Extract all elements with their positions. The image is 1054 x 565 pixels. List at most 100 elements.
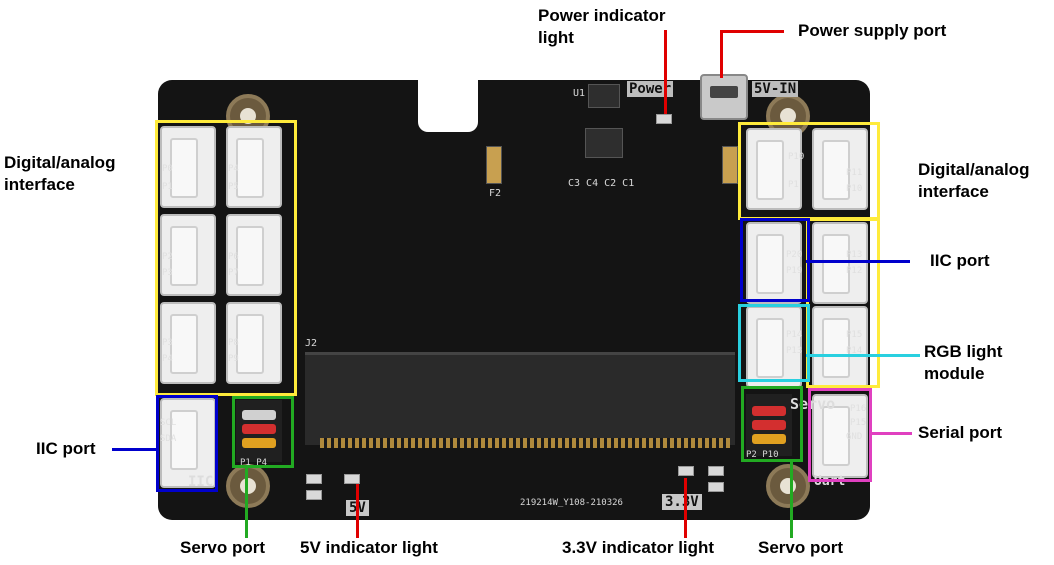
label-digital-analog-right: Digital/analog (918, 160, 1030, 179)
connector (226, 302, 282, 384)
fuse (486, 146, 502, 184)
label-rgb-light: RGB light (924, 342, 1003, 361)
pin-label: P13 (786, 346, 803, 356)
resistor (708, 482, 724, 492)
connector (160, 126, 216, 208)
connector (226, 126, 282, 208)
leader-power-indicator (664, 30, 667, 114)
pin-label: P1 (788, 180, 799, 190)
label-servo-port-left: Servo port (180, 538, 266, 557)
pin-label: P13 (846, 250, 863, 260)
label-iic-port-left: IIC port (36, 439, 96, 458)
3-3v-indicator-led (678, 466, 694, 476)
pin-label: GND (846, 432, 863, 442)
serial-connector (812, 394, 868, 478)
pin-label: P7 (228, 268, 239, 278)
silk-f2: F2 (489, 188, 502, 199)
label-power-supply-port: Power supply port (798, 21, 947, 40)
pin-label: P15 (850, 418, 867, 428)
usb-power-port (700, 74, 748, 120)
label-digital-analog-right-line2: interface (918, 182, 989, 201)
iic-connector (746, 222, 802, 304)
leader-rgb (806, 354, 920, 357)
regulator-chip (585, 128, 623, 158)
iic-connector (160, 398, 216, 488)
silk-servo-left-pins: P1 P4 (240, 458, 268, 468)
servo-header-right (746, 394, 792, 456)
digital-analog-right-box-top (738, 122, 880, 220)
pin-label: P1 (162, 182, 173, 192)
servo-header-left (236, 400, 282, 462)
iic-left-box (156, 395, 218, 492)
pin-label: P14 (846, 346, 863, 356)
connector (812, 128, 868, 210)
connector (746, 128, 802, 210)
pin-label: P0 (162, 164, 173, 174)
rgb-box (738, 304, 810, 382)
label-rgb-light-line2: module (924, 364, 985, 383)
connector (226, 214, 282, 296)
leader-serial (872, 432, 912, 435)
pin-label: SCL (160, 418, 177, 428)
regulator-chip (588, 84, 620, 108)
pin-label: P20 (786, 250, 803, 260)
label-5v-indicator: 5V indicator light (300, 538, 438, 557)
servo-left-box (232, 396, 294, 468)
leader-iic-left (112, 448, 156, 451)
label-power-indicator: Power indicator (538, 6, 666, 25)
pin-label: P8 (228, 338, 239, 348)
silk-5v-in: 5V-IN (752, 81, 799, 97)
silk-iic: IIC (188, 474, 214, 490)
digital-analog-right-box-bottom (806, 218, 880, 388)
resistor (306, 474, 322, 484)
pin-label: P4 (162, 354, 173, 364)
pin-label: P10 (788, 152, 805, 162)
silk-power: Power (627, 81, 674, 97)
serial-box (808, 388, 872, 482)
silk-3-3v: 3.3V (662, 494, 702, 510)
leader-3-3v-indicator (684, 478, 687, 538)
fuse (722, 146, 738, 184)
silk-j2: J2 (305, 338, 318, 349)
pin-label: P5 (228, 182, 239, 192)
mounting-hole (226, 464, 270, 508)
leader-servo-right (790, 462, 793, 538)
label-iic-port-right: IIC port (930, 251, 990, 270)
power-indicator-led (656, 114, 672, 124)
pin-label: P11 (846, 168, 863, 178)
pin-label: P10 (846, 184, 863, 194)
silk-caps: C3 C4 C2 C1 (568, 178, 635, 189)
board-notch (418, 80, 478, 132)
label-digital-analog-left: Digital/analog (4, 153, 116, 172)
resistor (306, 490, 322, 500)
connector (812, 222, 868, 304)
leader-iic-right (806, 260, 910, 263)
label-serial-port: Serial port (918, 423, 1003, 442)
label-3-3v-indicator: 3.3V indicator light (562, 538, 715, 557)
silk-u1: U1 (573, 88, 586, 99)
edge-connector (320, 438, 730, 448)
servo-right-box (741, 386, 803, 462)
leader-servo-left (245, 468, 248, 538)
pin-label: P3 (162, 338, 173, 348)
silk-serial-code: 219214W_Y108-210326 (520, 498, 623, 508)
mounting-hole (766, 464, 810, 508)
pin-label: P6 (228, 252, 239, 262)
connector (160, 214, 216, 296)
label-power-indicator-line2: light (538, 28, 574, 47)
rgb-connector (746, 306, 802, 388)
pin-label: SDA (160, 434, 177, 444)
pin-label: P12 (846, 266, 863, 276)
label-servo-port-right: Servo port (758, 538, 844, 557)
digital-analog-left-box (155, 120, 297, 396)
pin-label: P15 (846, 330, 863, 340)
label-digital-analog-left-line2: interface (4, 175, 75, 194)
pin-label: P16 (850, 404, 867, 414)
connector (160, 302, 216, 384)
leader-power-supply (720, 30, 723, 78)
iic-right-box (740, 218, 810, 302)
5v-indicator-led (344, 474, 360, 484)
pin-label: P9 (228, 354, 239, 364)
silk-servo-right-pins: P2 P10 (746, 450, 779, 460)
resistor (708, 466, 724, 476)
